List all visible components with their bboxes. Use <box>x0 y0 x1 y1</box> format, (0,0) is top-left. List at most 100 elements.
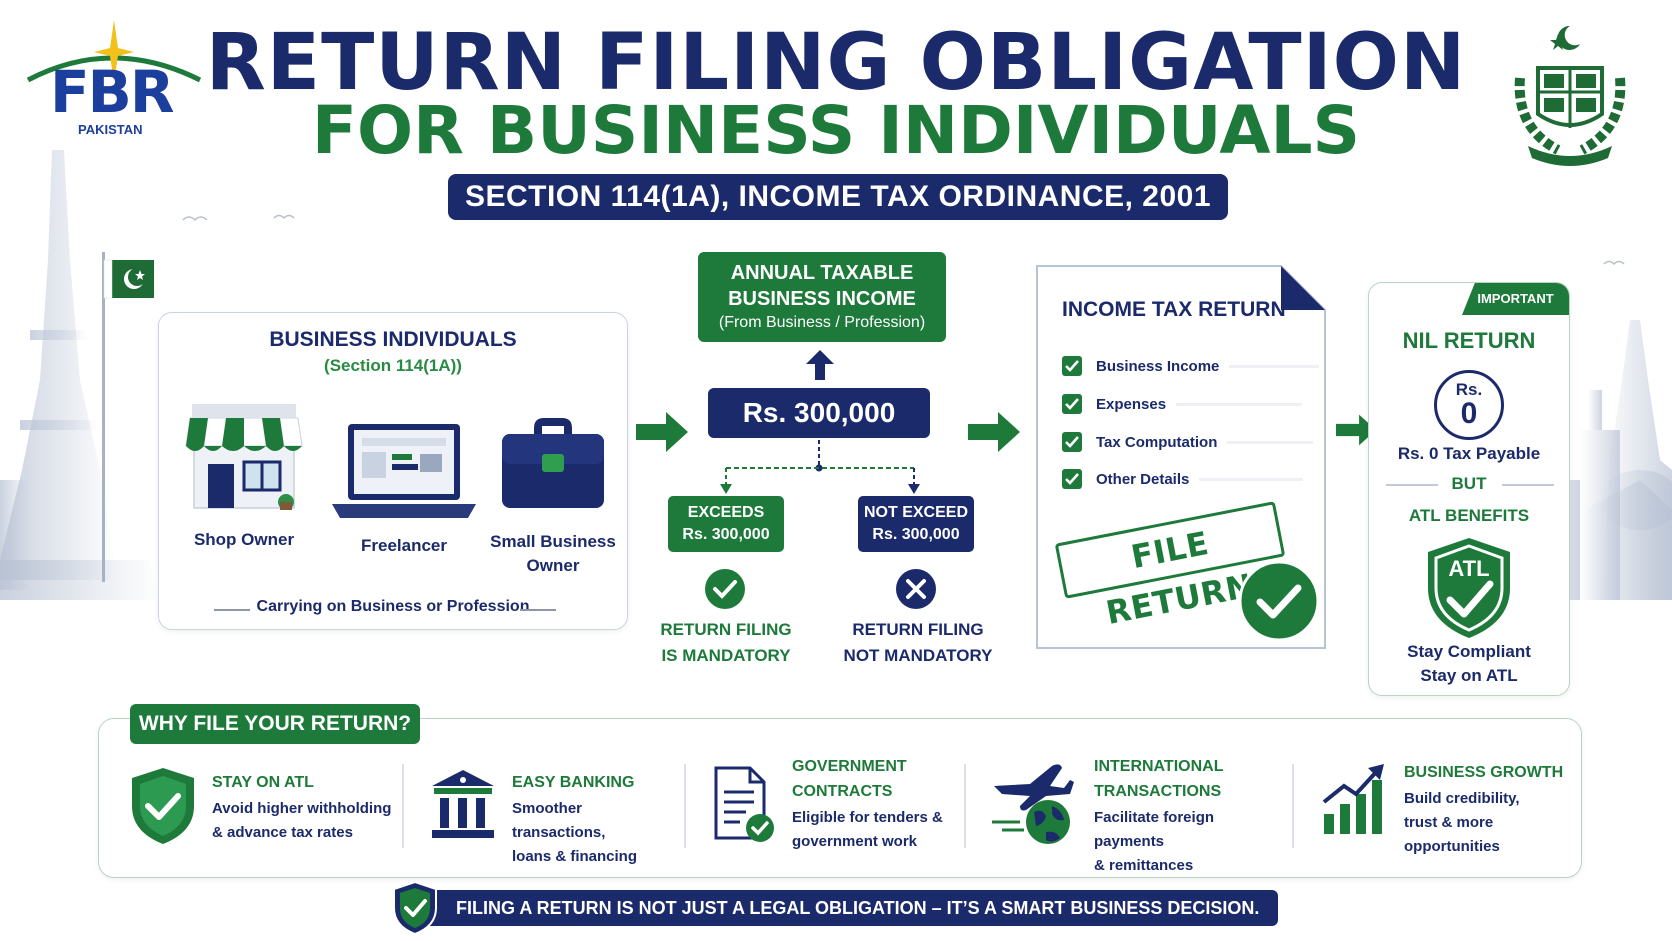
benefit-text: & remittances <box>1094 857 1194 874</box>
checkbox-checked-icon <box>1062 432 1082 452</box>
fbr-logo-text: FBR <box>50 58 174 126</box>
business-individuals-title: BUSINESS INDIVIDUALS <box>269 328 517 351</box>
person-label-line: Owner <box>526 556 580 575</box>
footer-message-bar: FILING A RETURN IS NOT JUST A LEGAL OBLI… <box>406 890 1278 926</box>
divider <box>1386 484 1438 486</box>
benefit-title: EASY BANKING <box>512 774 635 791</box>
divider <box>964 764 966 848</box>
benefit-title: INTERNATIONAL <box>1094 758 1224 775</box>
divider <box>1227 440 1314 444</box>
atl-badge-label: ATL <box>1448 556 1490 581</box>
page-subtitle: FOR BUSINESS INDIVIDUALS <box>311 92 1361 169</box>
benefit-text: Smoother transactions, <box>512 800 606 841</box>
laptop-icon <box>332 424 476 518</box>
tax-return-title: INCOME TAX RETURN <box>1062 298 1286 321</box>
why-file-tag: WHY FILE YOUR RETURN? <box>130 704 420 744</box>
result-line: RETURN FILING <box>852 620 984 639</box>
benefit-title: TRANSACTIONS <box>1094 783 1222 800</box>
page-title: RETURN FILING OBLIGATION <box>205 18 1467 108</box>
checklist-label: Expenses <box>1096 395 1167 413</box>
benefit-text: opportunities <box>1404 838 1500 855</box>
cross-circle-icon <box>896 569 936 609</box>
return-not-mandatory-label: RETURN FILING NOT MANDATORY <box>830 617 1006 669</box>
benefit-title: BUSINESS GROWTH <box>1404 764 1564 781</box>
check-circle-icon <box>705 569 745 609</box>
bank-icon <box>432 770 494 838</box>
benefit-text: Facilitate foreign payments <box>1094 809 1215 850</box>
fbr-logo: FBR PAKISTAN <box>22 18 212 137</box>
plane-globe-icon <box>992 764 1074 844</box>
result-line: IS MANDATORY <box>661 646 791 665</box>
benefit-text: government work <box>792 833 918 850</box>
checklist-label: Other Details <box>1096 470 1190 488</box>
checklist-item: Tax Computation <box>1062 430 1314 454</box>
benefit-title: GOVERNMENT <box>792 758 907 775</box>
state-emblem-icon <box>1514 25 1626 166</box>
divider <box>1199 477 1304 481</box>
shield-icon <box>1428 538 1510 638</box>
important-ribbon: IMPORTANT <box>1462 283 1569 315</box>
benefit-government-contracts: GOVERNMENT CONTRACTS Eligible for tender… <box>792 754 952 854</box>
exceeds-line: EXCEEDS <box>687 504 765 521</box>
nil-return-title: NIL RETURN <box>1402 328 1536 353</box>
check-badge-icon <box>1238 560 1320 642</box>
annual-income-note: (From Business / Profession) <box>718 314 926 331</box>
tax-return-document <box>1036 265 1326 649</box>
not-exceed-line: Rs. 300,000 <box>872 526 960 543</box>
benefit-text: trust & more <box>1404 814 1494 831</box>
shield-check-icon <box>132 768 194 844</box>
benefit-text: Eligible for tenders & <box>792 809 943 826</box>
branch-connector <box>720 440 920 494</box>
arrow-right-icon <box>1336 414 1376 446</box>
but-text: BUT <box>1451 474 1487 493</box>
pakistan-flag-icon <box>103 259 154 299</box>
threshold-amount: Rs. 300,000 <box>708 388 930 438</box>
benefit-stay-on-atl: STAY ON ATL Avoid higher withholding & a… <box>212 770 392 845</box>
person-label-small-business-owner: Small Business Owner <box>488 530 618 578</box>
checklist-item: Business Income <box>1062 354 1320 378</box>
zero-tax-badge: Rs. 0 <box>1434 370 1504 440</box>
zero-amount: 0 <box>1460 397 1478 430</box>
benefit-title: CONTRACTS <box>792 783 893 800</box>
person-label-line: Small Business <box>490 532 616 551</box>
atl-benefits-text: ATL BENEFITS <box>1408 506 1530 525</box>
divider <box>214 609 250 611</box>
checkbox-checked-icon <box>1062 394 1082 414</box>
growth-chart-icon <box>1322 764 1384 834</box>
divider <box>1292 764 1294 848</box>
stay-compliant-text: Stay Compliant Stay on ATL <box>1368 640 1570 688</box>
briefcase-icon <box>502 418 604 508</box>
shop-icon <box>185 404 303 510</box>
benefit-business-growth: BUSINESS GROWTH Build credibility, trust… <box>1404 760 1574 859</box>
tax-payable-text: Rs. 0 Tax Payable <box>1397 444 1541 463</box>
checklist-label: Business Income <box>1096 357 1220 375</box>
benefit-easy-banking: EASY BANKING Smoother transactions, loan… <box>512 770 672 869</box>
benefit-text: Avoid higher withholding <box>212 800 392 817</box>
person-label-shop-owner: Shop Owner <box>193 530 295 549</box>
checklist-item: Other Details <box>1062 467 1304 491</box>
checkbox-checked-icon <box>1062 356 1082 376</box>
result-line: NOT MANDATORY <box>843 646 993 665</box>
arrow-right-icon <box>968 412 1020 452</box>
checklist-label: Tax Computation <box>1096 433 1218 451</box>
document-check-icon <box>714 766 774 842</box>
arrow-right-icon <box>636 412 688 452</box>
why-file-card <box>98 718 1582 878</box>
currency-label: Rs. <box>1455 380 1483 399</box>
divider <box>1229 364 1320 368</box>
not-exceed-threshold-box: NOT EXCEED Rs. 300,000 <box>858 496 974 552</box>
exceeds-line: Rs. 300,000 <box>682 526 770 543</box>
fbr-logo-subtext: PAKISTAN <box>78 122 143 137</box>
business-individuals-subtitle: (Section 114(1A)) <box>324 356 462 375</box>
business-individuals-footer: Carrying on Business or Profession <box>256 598 530 615</box>
benefit-title: STAY ON ATL <box>212 774 314 791</box>
annual-income-line: ANNUAL TAXABLE <box>730 262 914 284</box>
not-exceed-line: NOT EXCEED <box>863 504 968 521</box>
annual-income-line: BUSINESS INCOME <box>728 288 916 310</box>
stay-line: Stay Compliant <box>1407 642 1531 661</box>
benefit-text: & advance tax rates <box>212 824 353 841</box>
section-reference-badge: SECTION 114(1A), INCOME TAX ORDINANCE, 2… <box>448 174 1228 220</box>
checkbox-checked-icon <box>1062 469 1082 489</box>
divider <box>402 764 404 848</box>
atl-shield-badge: ATL <box>1424 536 1514 640</box>
